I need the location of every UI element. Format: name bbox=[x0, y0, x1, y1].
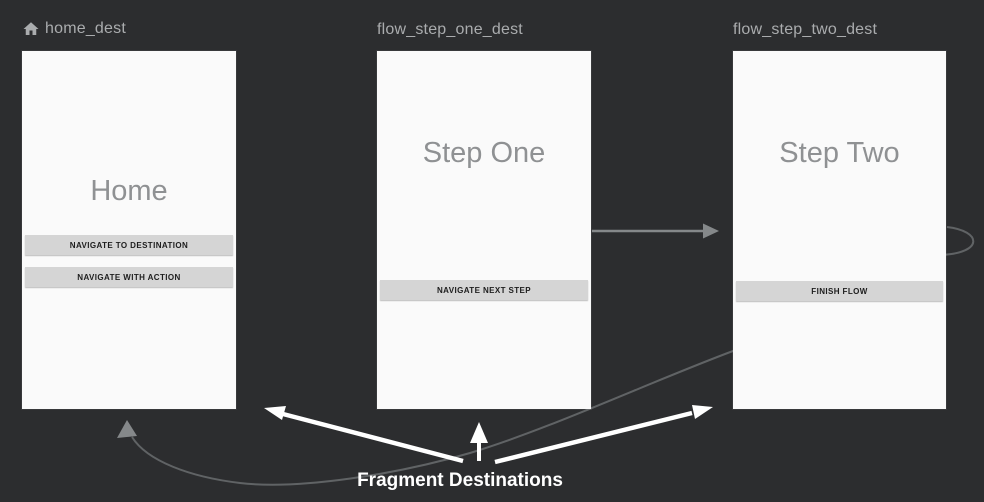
home-icon bbox=[23, 22, 39, 35]
annotation-arrow-to-step-one bbox=[470, 422, 488, 461]
annotation-arrowhead-step-two bbox=[692, 405, 713, 419]
action-arrowhead-one-to-two[interactable] bbox=[703, 223, 719, 239]
fragment-title-home: Home bbox=[90, 175, 168, 207]
action-arrowhead-two-to-home[interactable] bbox=[117, 420, 137, 438]
dest-label-home[interactable]: home_dest bbox=[22, 20, 126, 38]
dest-card-step-two[interactable]: Step Two FINISH FLOW bbox=[733, 51, 946, 409]
annotation-arrowhead-step-one bbox=[470, 422, 488, 443]
fragment-title-step-two: Step Two bbox=[779, 137, 900, 169]
dest-card-home[interactable]: Home NAVIGATE TO DESTINATION NAVIGATE WI… bbox=[22, 51, 236, 409]
annotation-arrow-to-step-two bbox=[494, 405, 713, 465]
annotation-caption: Fragment Destinations bbox=[357, 470, 563, 491]
dest-label-step-one[interactable]: flow_step_one_dest bbox=[377, 21, 523, 39]
dest-label-step-one-text: flow_step_one_dest bbox=[377, 21, 523, 38]
dest-label-step-two-text: flow_step_two_dest bbox=[733, 21, 878, 38]
fragment-title-step-one: Step One bbox=[422, 137, 546, 169]
annotation-arrow-to-home bbox=[264, 406, 464, 464]
preview-button-navigate-with-action: NAVIGATE WITH ACTION bbox=[25, 267, 233, 287]
dest-label-step-two[interactable]: flow_step_two_dest bbox=[733, 21, 877, 39]
preview-button-finish-flow: FINISH FLOW bbox=[736, 281, 943, 301]
preview-button-navigate-next-step: NAVIGATE NEXT STEP bbox=[380, 280, 588, 300]
preview-button-navigate-to-destination: NAVIGATE TO DESTINATION bbox=[25, 235, 233, 255]
annotation-arrowhead-home bbox=[264, 406, 286, 420]
dest-label-home-text: home_dest bbox=[45, 20, 126, 37]
dest-card-step-one[interactable]: Step One NAVIGATE NEXT STEP bbox=[377, 51, 591, 409]
action-step-one-to-step-two[interactable] bbox=[592, 223, 719, 239]
